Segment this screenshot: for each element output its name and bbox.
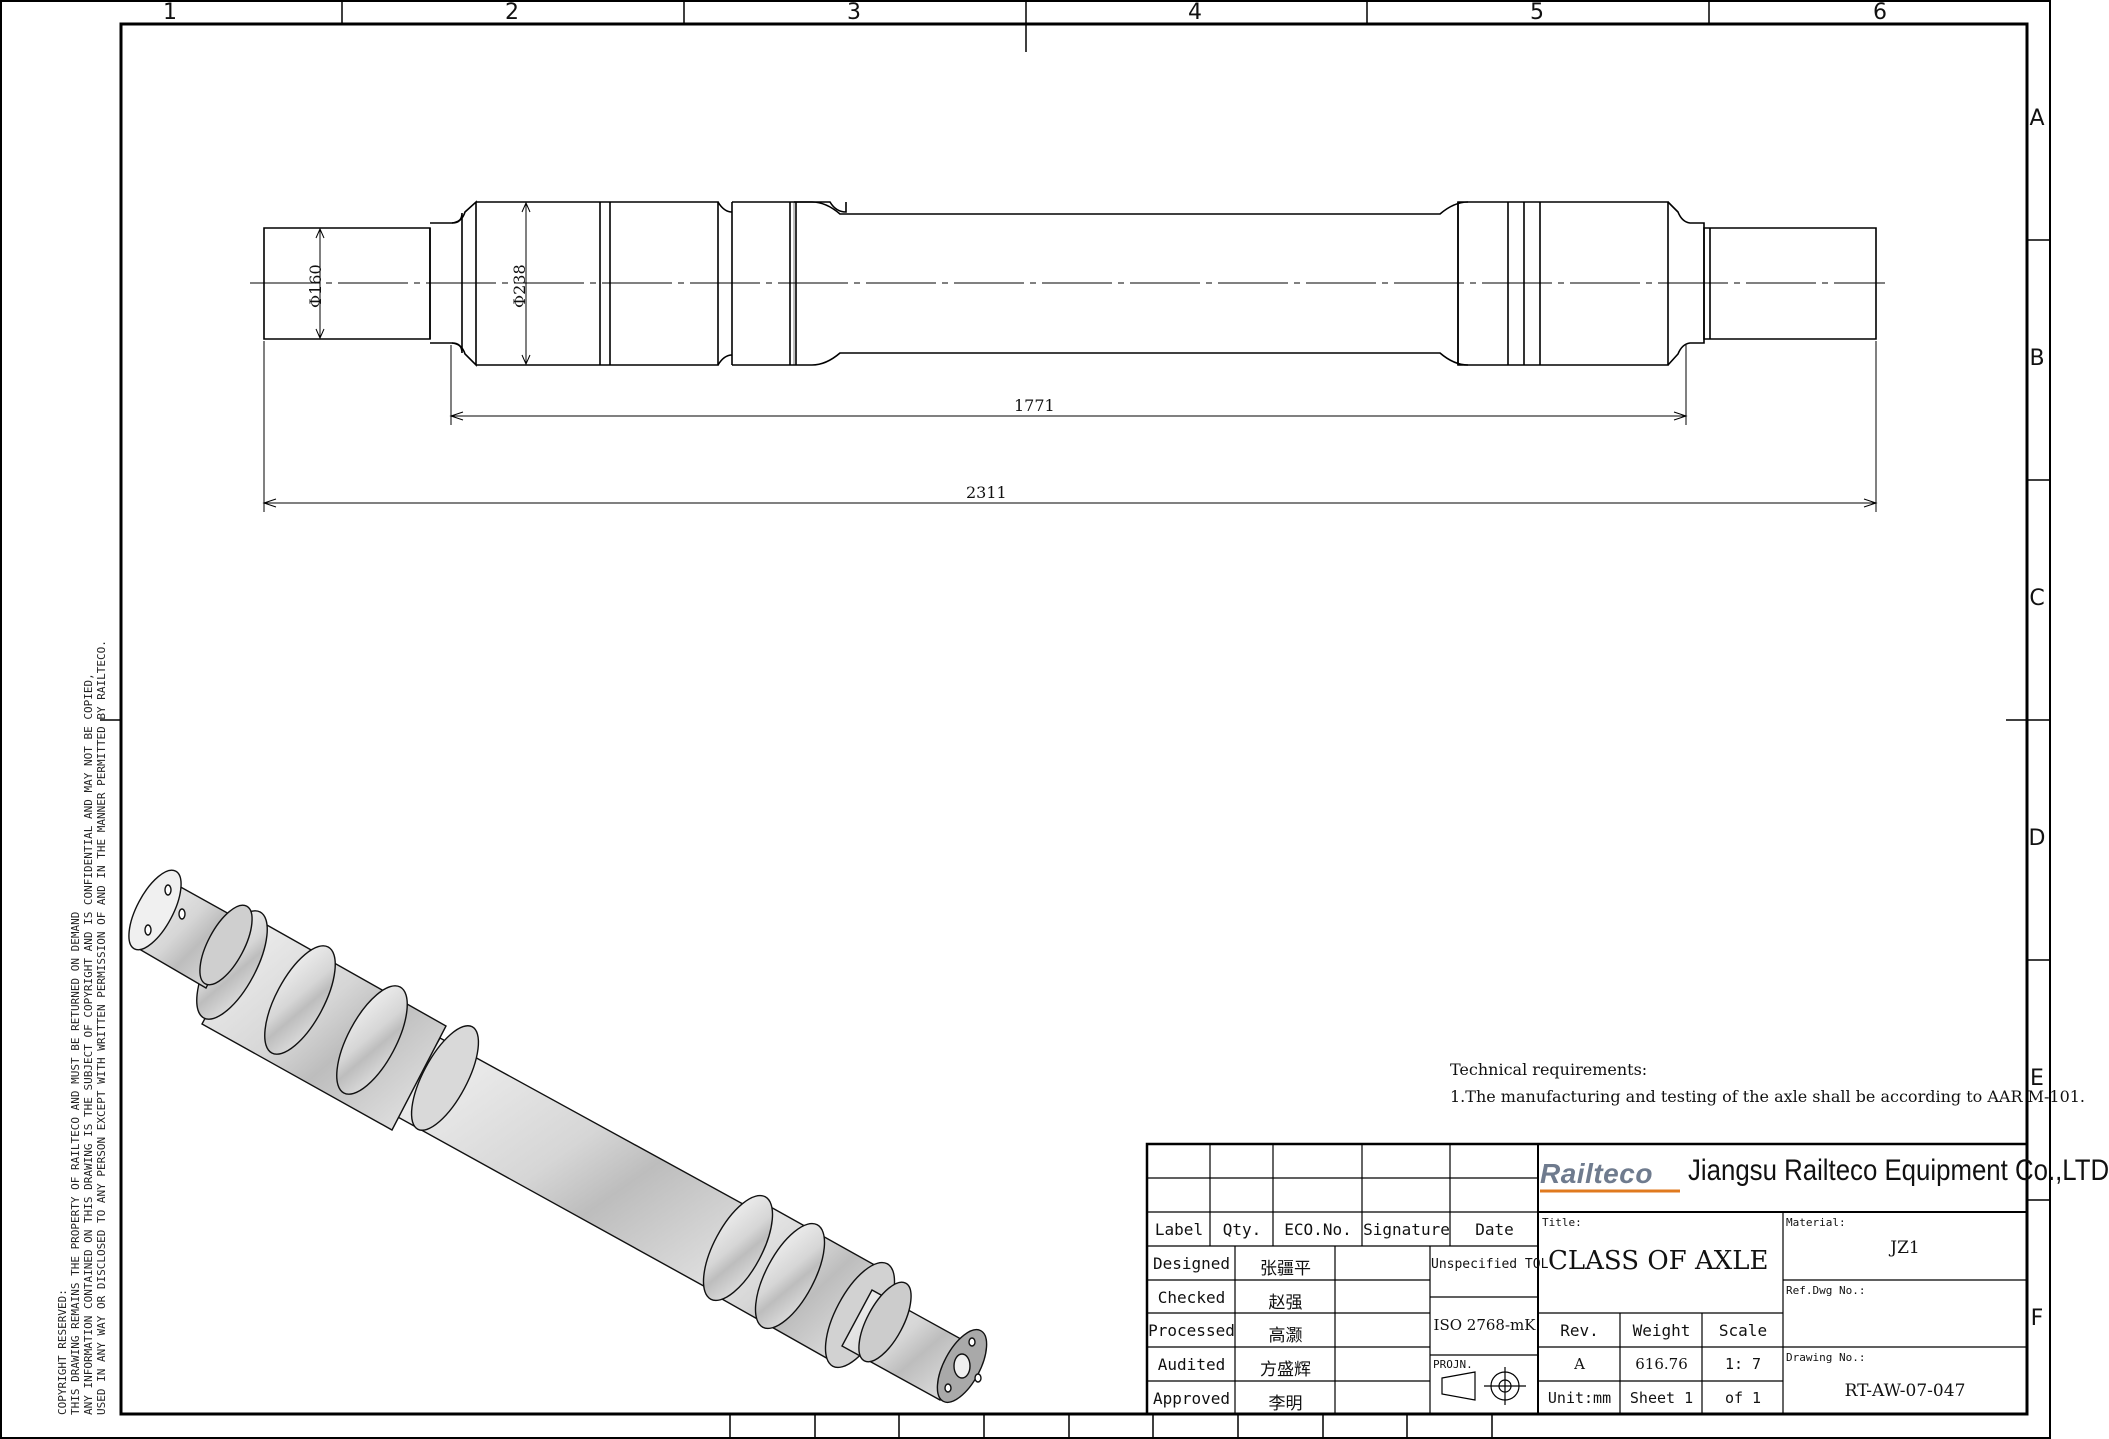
title-block-grid xyxy=(1145,1142,2029,1416)
unspecified-tol: Unspecified TOL xyxy=(1431,1257,1549,1272)
drawing-number: RT-AW-07-047 xyxy=(1844,1381,1966,1401)
role-designed: Designed xyxy=(1152,1254,1231,1273)
outer-border xyxy=(0,0,2051,1439)
drawing-title: CLASS OF AXLE xyxy=(1548,1246,1769,1276)
zone-row-b: B xyxy=(2029,346,2045,371)
journal-diameter-label: Φ160 xyxy=(306,264,325,308)
copyright-line: COPYRIGHT RESERVED: xyxy=(56,1289,69,1415)
railteco-logo: Railteco xyxy=(1540,1158,1653,1189)
rev-label: Rev. xyxy=(1560,1321,1599,1340)
copyright-line: THIS DRAWING REMAINS THE PROPERTY OF RAI… xyxy=(69,911,82,1415)
dimension-lines xyxy=(262,341,1878,512)
title-label: Title: xyxy=(1542,1216,1582,1229)
ref-dwg-label: Ref.Dwg No.: xyxy=(1786,1284,1866,1297)
drawing-number-label: Drawing No.: xyxy=(1786,1351,1866,1364)
header-eco: ECO.No. xyxy=(1284,1220,1352,1239)
copyright-line: ANY INFORMATION CONTAINED ON THIS DRAWIN… xyxy=(82,673,95,1415)
header-label: Label xyxy=(1154,1220,1204,1239)
copyright-line: USED IN ANY WAY OR DISCLOSED TO ANY PERS… xyxy=(95,640,108,1415)
technical-item-1: 1.The manufacturing and testing of the a… xyxy=(1450,1087,2086,1106)
weight-value: 616.76 xyxy=(1635,1355,1688,1373)
name-audited: 方盛辉 xyxy=(1260,1360,1311,1380)
material-label: Material: xyxy=(1786,1216,1846,1229)
zone-row-f: F xyxy=(2030,1306,2044,1331)
sheet-of-label: of 1 xyxy=(1724,1389,1762,1407)
projection-symbol xyxy=(1441,1367,1526,1405)
name-designed: 张疆平 xyxy=(1260,1259,1311,1279)
name-checked: 赵强 xyxy=(1268,1293,1303,1313)
role-checked: Checked xyxy=(1157,1288,1226,1307)
zone-col-5: 5 xyxy=(1530,0,1544,25)
zone-ticks xyxy=(100,1,2050,1438)
unit-label: Unit:mm xyxy=(1547,1389,1612,1407)
role-audited: Audited xyxy=(1157,1355,1226,1374)
zone-col-6: 6 xyxy=(1873,0,1887,25)
copyright-notice: COPYRIGHT RESERVED: THIS DRAWING REMAINS… xyxy=(56,640,108,1415)
zone-row-a: A xyxy=(2029,106,2045,131)
wheel-seat-diameter-label: Φ238 xyxy=(510,264,529,308)
rev-value: A xyxy=(1574,1355,1585,1373)
zone-col-1: 1 xyxy=(163,0,177,25)
weight-label: Weight xyxy=(1632,1321,1691,1340)
role-approved: Approved xyxy=(1152,1389,1231,1408)
sheet-label: Sheet 1 xyxy=(1629,1389,1694,1407)
zone-col-4: 4 xyxy=(1188,0,1202,25)
axle-isometric-view xyxy=(128,869,988,1404)
technical-heading: Technical requirements: xyxy=(1450,1060,1648,1079)
header-qty: Qty. xyxy=(1222,1220,1262,1239)
header-signature: Signature xyxy=(1363,1220,1450,1239)
name-approved: 李明 xyxy=(1268,1394,1303,1414)
zone-col-3: 3 xyxy=(847,0,861,25)
header-date: Date xyxy=(1475,1220,1514,1239)
inner-border xyxy=(119,22,2029,1416)
name-processed: 高灏 xyxy=(1268,1326,1303,1346)
zone-row-e: E xyxy=(2030,1066,2044,1091)
overall-length-label: 2311 xyxy=(966,483,1007,502)
scale-value: 1: 7 xyxy=(1724,1355,1762,1373)
drawing-sheet xyxy=(0,0,2051,1439)
axle-side-view xyxy=(250,200,1885,367)
material-value: JZ1 xyxy=(1890,1238,1920,1258)
role-processed: Processed xyxy=(1148,1321,1235,1340)
zone-row-d: D xyxy=(2028,826,2046,851)
iso-tolerance: ISO 2768-mK xyxy=(1433,1316,1536,1334)
inner-length-label: 1771 xyxy=(1014,396,1055,415)
company-name: Jiangsu Railteco Equipment Co.,LTD xyxy=(1688,1154,2109,1187)
zone-row-c: C xyxy=(2029,586,2045,611)
projection-label: PROJN. xyxy=(1433,1358,1473,1371)
zone-col-2: 2 xyxy=(505,0,519,25)
scale-label: Scale xyxy=(1718,1321,1768,1340)
